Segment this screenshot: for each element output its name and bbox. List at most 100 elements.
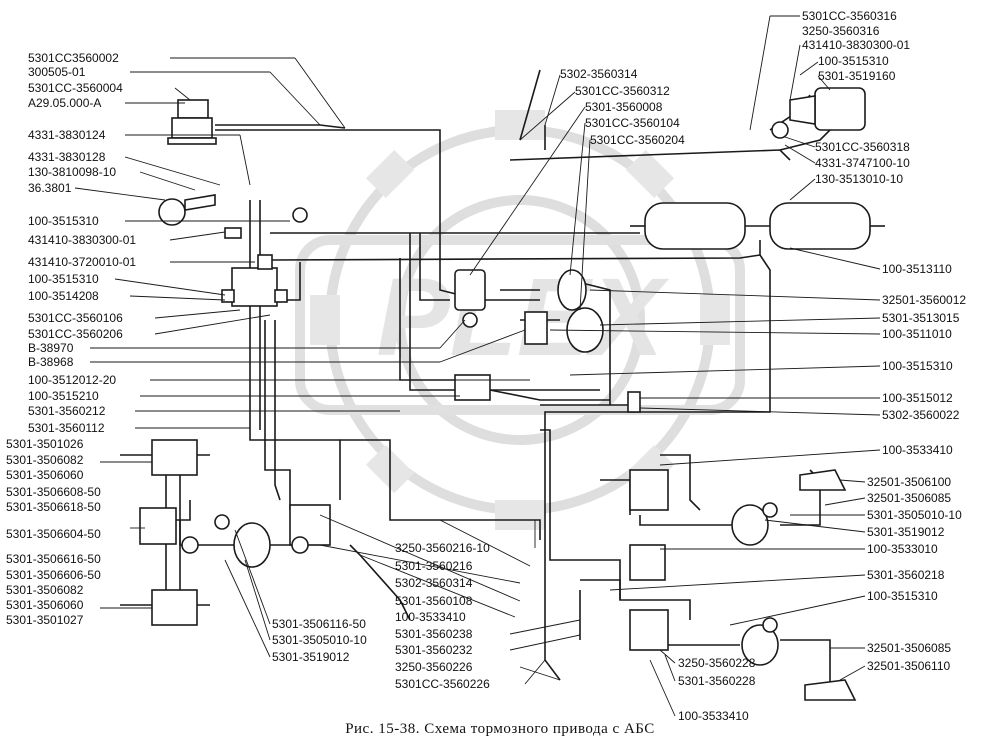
label: 5301-3560212 [28, 404, 106, 418]
label: 5301-3560108 [395, 594, 473, 608]
brake-chamber-top [771, 87, 866, 139]
label: 100-3515310 [818, 54, 889, 68]
watermark-text: PLEX [376, 256, 669, 379]
label: B-38970 [28, 341, 74, 355]
label: 3250-3560316 [802, 24, 880, 38]
abs-modulator-right [629, 469, 857, 701]
labels-right-low: 100-3533410 32501-3506100 32501-3506085 … [867, 443, 962, 673]
label: 431410-3830300-01 [28, 233, 136, 247]
label: 100-3512012-20 [28, 373, 116, 387]
label: 5301CC-3560312 [575, 84, 670, 98]
leader-lines [74, 15, 881, 717]
label: 100-3533010 [867, 542, 938, 556]
compressor [167, 99, 217, 145]
label: 5301-3560008 [585, 100, 663, 114]
label: 5301CC-3560104 [585, 116, 680, 130]
label: 5301CC-3560226 [395, 677, 490, 691]
label: 3250-3560226 [395, 660, 473, 674]
label: 5301-3506116-50 [272, 617, 366, 631]
label: 5301-3519012 [867, 525, 945, 539]
label: 100-3514208 [28, 289, 99, 303]
label: 5301-3505010-10 [272, 633, 367, 647]
label: 5301-3506606-50 [6, 568, 101, 582]
labels-bottom-left: 5301-3506116-50 5301-3505010-10 5301-351… [272, 617, 367, 664]
label: 4331-3747100-10 [815, 156, 910, 170]
label: B-38968 [28, 355, 74, 369]
label: 5301-3506082 [6, 583, 84, 597]
air-tank-left [630, 202, 885, 250]
label: 5301-3560238 [395, 627, 473, 641]
label: 5301CC-3560318 [815, 140, 910, 154]
label: 5302-3560314 [560, 67, 638, 81]
label: 130-3513010-10 [815, 172, 903, 186]
label: 5301CC-3560316 [802, 9, 897, 23]
label: 100-3533410 [395, 610, 466, 624]
label: 32501-3506085 [867, 491, 951, 505]
label: 5301-3506604-50 [6, 527, 101, 541]
labels-bottom-right: 3250-3560228 5301-3560228 100-3533410 [678, 656, 756, 723]
labels-bottom-center: 3250-3560216-10 5301-3560216 5302-356031… [395, 541, 490, 691]
label: 5301-3506608-50 [6, 485, 101, 499]
label: 36.3801 [28, 181, 72, 195]
label: 5301-3519012 [272, 650, 350, 664]
label: 4331-3830124 [28, 128, 106, 142]
label: 5301-3519160 [818, 69, 896, 83]
label: 5301-3506060 [6, 598, 84, 612]
label: A29.05.000-A [28, 96, 101, 110]
label: 5301-3560218 [867, 568, 945, 582]
label: 5301-3560232 [395, 643, 473, 657]
labels-topleft: 5301CC3560002 300505-01 5301CC-3560004 A… [28, 51, 123, 110]
modulator-cluster-left [221, 207, 308, 307]
label: 5301CC-3560206 [28, 327, 123, 341]
label: 5301-3560112 [28, 421, 105, 435]
label: 100-3515310 [882, 359, 953, 373]
label: 100-3515310 [28, 272, 99, 286]
label: 130-3810098-10 [28, 165, 116, 179]
label: 5301-3513015 [882, 311, 960, 325]
label: 100-3513110 [882, 262, 952, 276]
axle-left [139, 439, 199, 626]
label: 5301-3506616-50 [6, 552, 101, 566]
label: 3250-3560216-10 [395, 541, 490, 555]
label: 431410-3720010-01 [28, 255, 136, 269]
label: 5301-3560228 [678, 674, 756, 688]
label: 5301-3505010-10 [867, 508, 962, 522]
label: 100-3511010 [882, 327, 952, 341]
label: 5301-3501026 [6, 437, 84, 451]
label: 5301-3506618-50 [6, 500, 101, 514]
label: 300505-01 [28, 65, 86, 79]
label: 5301-3506082 [6, 453, 84, 467]
label: 5301-3501027 [6, 613, 84, 627]
label: 100-3515310 [28, 214, 99, 228]
pressure-regulator [158, 194, 216, 226]
label: 32501-3560012 [882, 293, 966, 307]
label: 100-3515310 [867, 589, 938, 603]
label: 5301CC3560002 [28, 51, 119, 65]
labels-top-right: 5301CC-3560316 3250-3560316 431410-38303… [802, 9, 910, 186]
label: 5301-3506060 [6, 468, 84, 482]
label: 32501-3506085 [867, 641, 951, 655]
label: 5301CC-3560106 [28, 311, 123, 325]
label: 5302-3560314 [395, 576, 473, 590]
label: 5302-3560022 [882, 408, 960, 422]
watermark-frame [295, 235, 745, 415]
label: 100-3533410 [678, 709, 749, 723]
labels-right-mid: 100-3513110 32501-3560012 5301-3513015 1… [882, 262, 966, 422]
label: 431410-3830300-01 [802, 38, 910, 52]
label: 100-3515210 [28, 389, 99, 403]
figure-caption: Рис. 15-38. Схема тормозного привода с А… [345, 721, 655, 737]
label: 100-3515012 [882, 391, 953, 405]
abs-modulator-lower-left [214, 504, 331, 568]
labels-left-mid: 4331-3830124 4331-3830128 130-3810098-10… [28, 128, 136, 435]
label: 5301CC-3560004 [28, 81, 123, 95]
labels-axle-left: 5301-3501026 5301-3506082 5301-3506060 5… [6, 437, 101, 627]
label: 3250-3560228 [678, 656, 756, 670]
label: 100-3533410 [882, 443, 953, 457]
labels-top-center: 5302-3560314 5301CC-3560312 5301-3560008… [560, 67, 685, 147]
label: 5301CC-3560204 [590, 133, 685, 147]
label: 4331-3830128 [28, 150, 106, 164]
label: 32501-3506100 [867, 475, 951, 489]
label: 32501-3506110 [867, 659, 951, 673]
